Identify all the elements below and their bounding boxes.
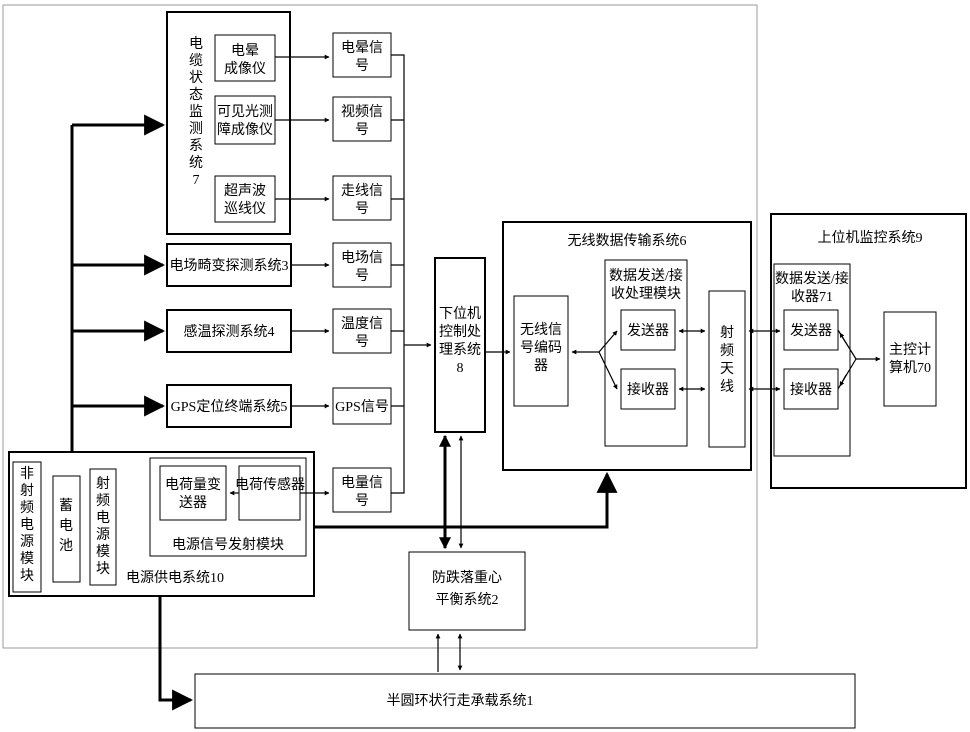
ultrasonic-inspector-label: 超声波 [224, 183, 266, 199]
non-rf-char: 非 [20, 466, 34, 482]
temp-signal-label: 号 [355, 335, 369, 350]
power-system-title: 电源供电系统10 [126, 570, 224, 586]
upper-receiver-label: 接收器 [790, 381, 832, 398]
rf-power-char: 模 [96, 544, 110, 560]
encoder-label: 号编码 [520, 340, 562, 356]
cable-monitor-char: 缆 [189, 53, 203, 69]
antenna-char: 射 [720, 325, 734, 341]
field-signal-label: 电场信 [341, 250, 383, 266]
non-rf-char: 电 [20, 517, 34, 533]
charge-transmitter-label: 电荷量变 [165, 477, 221, 493]
power-signal-label: 电量信 [341, 475, 383, 491]
rf-power-char: 射 [96, 476, 110, 492]
charge-sensor-box [239, 466, 300, 520]
lower-controller-label: 理系统 [439, 342, 481, 358]
lower-controller-label: 控制处 [439, 324, 481, 340]
cable-monitor-char: 统 [189, 155, 203, 171]
video-signal-label: 视频信 [341, 104, 383, 120]
battery-char: 蓄 [59, 498, 73, 514]
power-signal-module-label: 电源信号发射模块 [172, 537, 284, 553]
walking-signal-label: 号 [355, 202, 369, 217]
power-signal-label: 号 [355, 494, 369, 509]
balance-system-label: 防跌落重心 [432, 570, 502, 586]
charge-transmitter-label: 送器 [179, 495, 207, 511]
balance-system-box [409, 552, 525, 630]
field-signal-label: 号 [355, 269, 369, 284]
rf-power-char: 频 [96, 493, 110, 509]
main-computer-label: 主控计 [889, 342, 931, 358]
cable-monitor-char: 系 [189, 138, 203, 154]
encoder-label: 器 [534, 359, 548, 374]
cable-monitor-char: 态 [189, 87, 203, 103]
cable-monitor-char: 状 [189, 70, 203, 86]
non-rf-char: 块 [20, 568, 34, 584]
cable-monitor-char: 测 [189, 121, 203, 137]
gps-terminal-label: GPS定位终端系统5 [171, 399, 288, 415]
corona-imager-label: 成像仪 [224, 61, 266, 77]
wireless-system-title: 无线数据传输系统6 [568, 233, 687, 249]
visible-light-imager-label: 障成像仪 [217, 122, 273, 138]
antenna-char: 线 [720, 379, 734, 395]
non-rf-char: 模 [20, 551, 34, 567]
tx-rx-module-title: 数据发送/接 [609, 267, 683, 284]
wireless-receiver-label: 接收器 [627, 381, 669, 398]
rf-power-char: 块 [96, 561, 110, 577]
gps-signal-label: GPS信号 [335, 399, 389, 415]
battery-char: 电 [59, 518, 73, 534]
non-rf-char: 频 [20, 500, 34, 516]
upper-system-title: 上位机监控系统9 [818, 230, 923, 246]
battery-char: 池 [59, 538, 73, 554]
upper-transceiver-title: 收器71 [791, 289, 833, 305]
corona-signal-label: 电晕信 [341, 40, 383, 56]
corona-signal-label: 号 [355, 59, 369, 74]
balance-system-label: 平衡系统2 [436, 592, 499, 608]
walking-system-label: 半圆环状行走承载系统1 [387, 693, 534, 709]
temp-detect-label: 感温探测系统4 [184, 323, 275, 340]
encoder-label: 无线信 [520, 322, 562, 338]
rf-power-char: 源 [96, 527, 110, 543]
rf-power-char: 电 [96, 510, 110, 526]
main-computer-label: 算机70 [889, 360, 931, 376]
tx-rx-module-title: 收处理模块 [611, 286, 681, 302]
cable-monitor-char: 7 [193, 173, 200, 188]
cable-monitor-char: 电 [189, 36, 203, 52]
temp-signal-label: 温度信 [341, 316, 383, 332]
cable-monitor-char: 监 [189, 104, 203, 120]
visible-light-imager-label: 可见光测 [217, 104, 273, 120]
non-rf-power-label: 非 射 频 电 源 模 块 [20, 466, 34, 584]
cable-monitor-title: 电 缆 状 态 监 测 系 统 7 [189, 36, 203, 188]
main-computer-box [884, 312, 936, 406]
lower-controller-label: 下位机 [439, 306, 481, 322]
non-rf-char: 射 [20, 483, 34, 499]
charge-transmitter-box [160, 466, 226, 520]
corona-imager-label: 电晕 [231, 43, 259, 59]
lower-controller-label: 8 [457, 361, 464, 376]
non-rf-char: 源 [20, 534, 34, 550]
antenna-char: 天 [720, 362, 734, 377]
signal-collector [391, 55, 404, 493]
upper-transceiver-title: 数据发送/接 [775, 270, 849, 287]
wireless-sender-label: 发送器 [627, 323, 669, 339]
walking-signal-label: 走线信 [341, 183, 383, 199]
upper-sender-label: 发送器 [790, 323, 832, 339]
field-detect-label: 电场畸变探测系统3 [170, 258, 289, 274]
ultrasonic-inspector-label: 巡线仪 [224, 201, 266, 217]
video-signal-label: 号 [355, 123, 369, 138]
charge-sensor-label: 电荷传感器 [235, 476, 305, 493]
antenna-char: 频 [720, 343, 734, 359]
